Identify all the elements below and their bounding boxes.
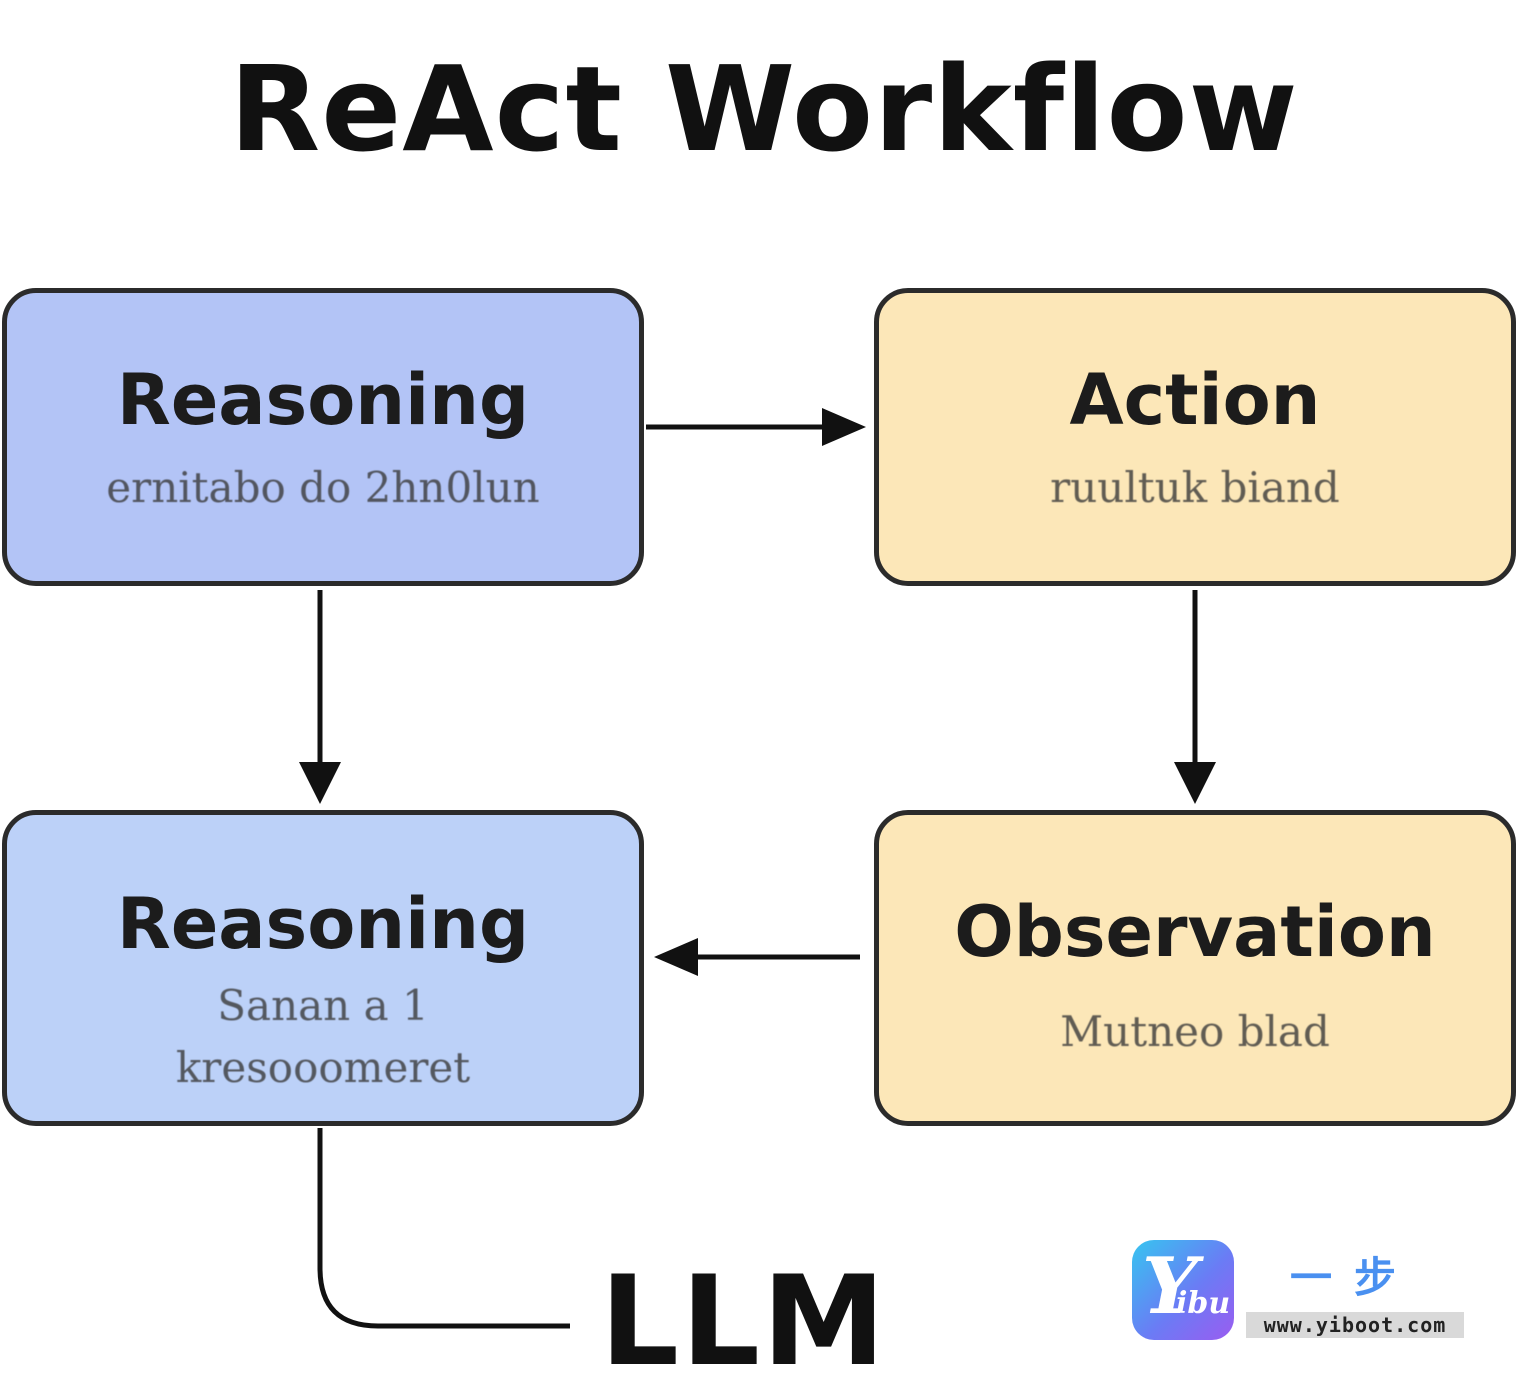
arrowhead-right bbox=[822, 408, 866, 446]
node-subtext: Mutneo blad bbox=[1060, 1007, 1330, 1056]
llm-connector-line bbox=[317, 1128, 570, 1329]
arrowhead-left bbox=[654, 938, 698, 976]
node-subtext-line2: kresooomeret bbox=[175, 1043, 471, 1092]
arrowhead-down-right bbox=[1174, 762, 1216, 804]
arrowhead-down-left bbox=[299, 762, 341, 804]
node-observation: Observation Mutneo blad bbox=[874, 810, 1516, 1126]
node-reasoning-top: Reasoning ernitabo do 2hn0lun bbox=[2, 288, 644, 586]
llm-label: LLM bbox=[600, 1250, 888, 1394]
node-action: Action ruultuk biand bbox=[874, 288, 1516, 586]
node-subtext: ruultuk biand bbox=[1050, 463, 1340, 512]
watermark-url: www.yiboot.com bbox=[1246, 1312, 1464, 1338]
node-heading: Action bbox=[1069, 359, 1321, 441]
node-subtext: ernitabo do 2hn0lun bbox=[106, 463, 540, 512]
diagram-title: ReAct Workflow bbox=[229, 40, 1299, 178]
node-heading: Observation bbox=[954, 891, 1436, 973]
node-heading: Reasoning bbox=[116, 359, 530, 441]
watermark-chinese-text: 一步 bbox=[1290, 1253, 1419, 1302]
node-subtext-line1: Sanan a 1 bbox=[217, 981, 429, 1030]
node-reasoning-bottom: Reasoning Sanan a 1 kresooomeret bbox=[2, 810, 644, 1126]
node-heading: Reasoning bbox=[116, 883, 530, 965]
